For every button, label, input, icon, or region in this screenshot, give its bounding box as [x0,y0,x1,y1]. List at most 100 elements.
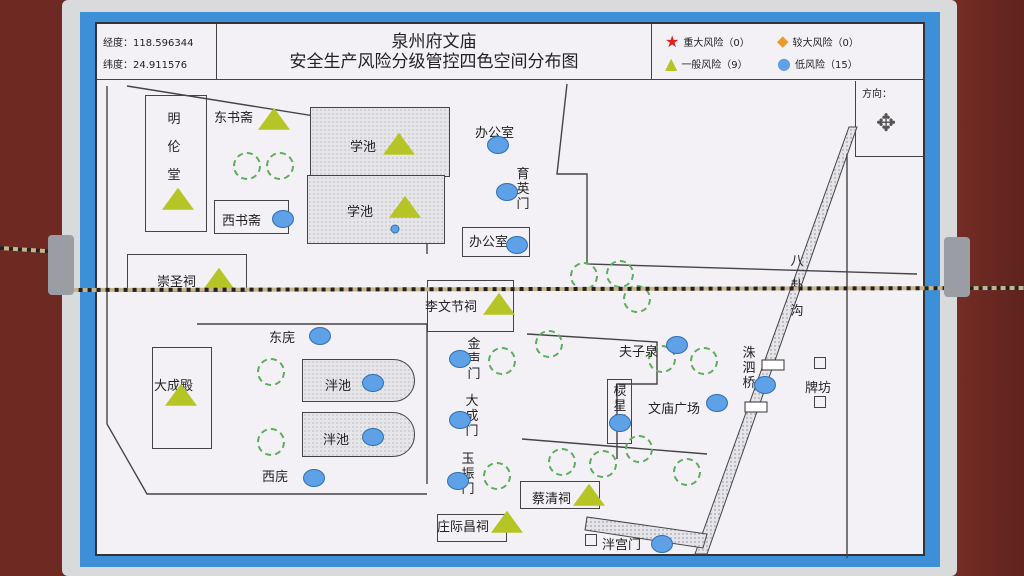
label-dacheng-gate: 大成门 [465,394,479,439]
low-risk-marker[interactable] [506,236,528,254]
tree-icon [648,345,676,373]
label-zhusi: 洙泗桥 [742,346,756,391]
label-panchi-2: 泮池 [323,433,350,448]
title-cell: 泉州府文庙 安全生产风险分级管控四色空间分布图 [217,24,652,80]
pool-xuechi-2 [307,175,445,244]
bridge-hatch [744,401,768,413]
general-risk-marker[interactable] [389,195,421,218]
legend-label: 较大风险（0） [792,37,859,49]
legend-label: 低风险（15） [794,60,858,71]
compass-box: 方向： ✥ [855,81,923,157]
low-risk-marker[interactable] [651,535,673,553]
tree-icon [625,435,653,463]
four-arrow-icon: ✥ [876,109,897,137]
label-square: 文庙广场 [648,402,701,417]
tree-icon [589,450,617,478]
low-risk-marker[interactable] [496,183,518,201]
general-risk-marker[interactable] [165,383,197,406]
latitude: 纬度：24.911576 [103,60,188,71]
pool-panchi-1 [302,359,415,402]
label-jinsheng: 金声门 [467,337,481,382]
tree-icon [483,462,511,490]
tree-icon [257,358,285,386]
building-minglun [145,95,207,232]
path-strip [584,516,708,549]
tree-icon [548,448,576,476]
pool-panchi-2 [302,412,415,457]
board-clamp-left [48,235,74,295]
tree-icon [535,330,563,358]
map-title: 泉州府文庙 [391,32,477,52]
low-risk-marker[interactable] [487,136,509,154]
tree-icon [623,285,651,313]
legend-general: ▲一般风险（9） [665,54,748,73]
building-office-2 [462,227,530,257]
building-dacheng-hall [152,347,212,449]
map-subtitle: 安全生产风险分级管控四色空间分布图 [289,52,579,72]
low-risk-marker[interactable] [754,376,776,394]
general-risk-marker[interactable] [573,483,605,506]
orange-diamond-icon: ◆ [777,32,789,50]
blue-circle-icon: ● [777,54,791,73]
general-risk-marker[interactable] [162,187,194,210]
low-risk-marker[interactable] [447,472,469,490]
general-risk-marker[interactable] [491,510,523,533]
map-header: 经度：118.596344 纬度：24.911576 泉州府文庙 安全生产风险分… [97,24,923,80]
label-xuechi-1: 学池 [350,140,377,155]
map-lines [106,83,918,558]
tree-icon [488,347,516,375]
tree-icon [266,152,294,180]
low-risk-marker[interactable] [390,224,400,234]
low-risk-marker[interactable] [449,411,471,429]
label-fuziquan: 夫子泉 [619,345,659,360]
label-panchi-1: 泮池 [325,379,352,394]
longitude: 经度：118.596344 [103,38,194,49]
low-risk-marker[interactable] [309,327,331,345]
paifang-square [814,357,826,369]
yellow-triangle-icon: ▲ [665,54,678,73]
building-lingxing [607,379,632,444]
low-risk-marker[interactable] [362,374,384,392]
label-pangong: 泮宫门 [602,538,642,553]
compass-label: 方向： [862,89,892,100]
label-liwenjie: 李文节祠 [425,300,478,315]
general-risk-marker[interactable] [483,292,515,315]
low-risk-marker[interactable] [706,394,728,412]
legend-major: ★重大风险（0） [665,32,750,51]
tree-icon [690,347,718,375]
tree-icon [673,458,701,486]
label-caiqing: 蔡清祠 [532,492,572,507]
legend-low: ●低风险（15） [777,54,858,73]
label-zhuangjichang: 庄际昌祠 [437,520,490,535]
low-risk-marker[interactable] [362,428,384,446]
legend-label: 重大风险（0） [683,38,750,49]
legend-large: ◆较大风险（0） [777,32,859,50]
pool-xuechi-1 [310,107,450,177]
label-xishu: 西书斋 [222,214,262,229]
label-dongshu: 东书斋 [214,111,254,126]
low-risk-marker[interactable] [303,469,325,487]
label-office-2: 办公室 [469,235,509,250]
label-xuechi-2: 学池 [347,205,374,220]
label-xiwu: 西庑 [262,470,289,485]
legend-label: 一般风险（9） [681,60,748,71]
paifang-square [814,396,826,408]
low-risk-marker[interactable] [609,414,631,432]
label-chongsheng: 崇圣祠 [157,275,197,290]
general-risk-marker[interactable] [383,132,415,155]
red-star-icon: ★ [665,32,680,51]
pangong-square [585,534,597,546]
low-risk-marker[interactable] [666,336,688,354]
tree-icon [257,428,285,456]
label-paifang: 牌坊 [805,381,832,396]
coordinates-cell: 经度：118.596344 纬度：24.911576 [97,24,217,80]
low-risk-marker[interactable] [449,350,471,368]
general-risk-marker[interactable] [258,107,290,130]
label-dongwu: 东庑 [269,331,296,346]
label-minglun: 明伦堂 [167,112,181,183]
bridge-hatch [761,359,785,371]
low-risk-marker[interactable] [272,210,294,228]
label-yuying: 育英门 [516,167,530,212]
general-risk-marker[interactable] [203,267,235,290]
